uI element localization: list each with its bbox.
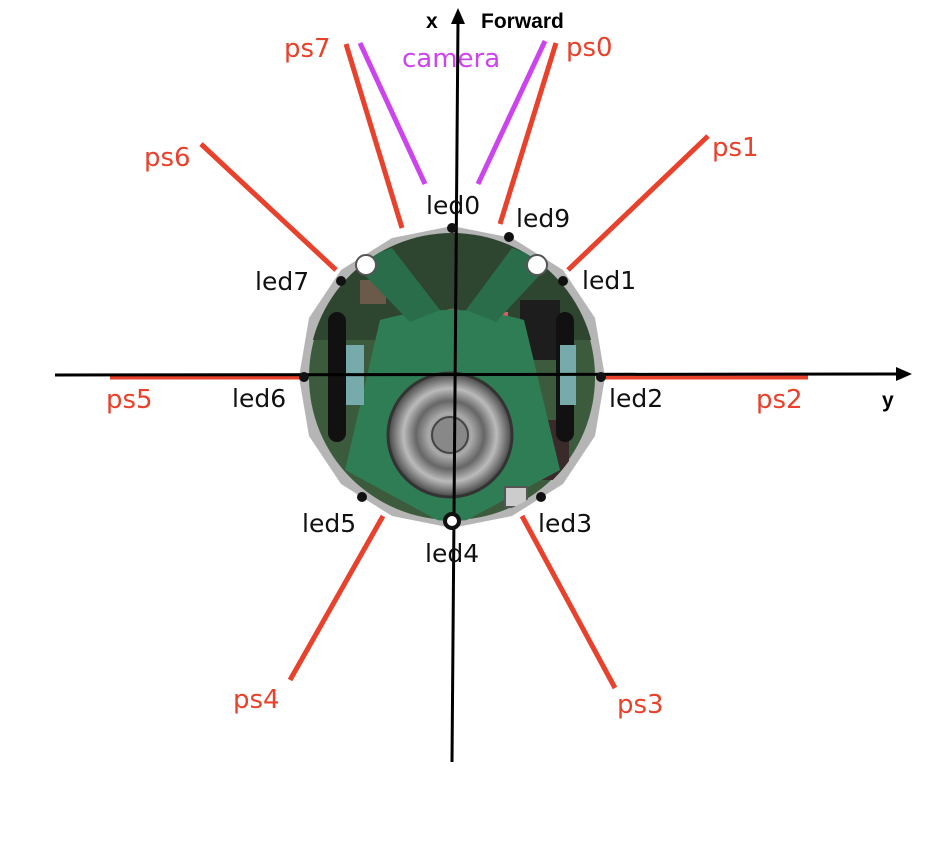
ps3-label: ps3: [617, 690, 664, 720]
led6-dot: [299, 372, 309, 382]
camera-label: camera: [402, 44, 500, 74]
ps4-label: ps4: [233, 685, 280, 715]
led2-label: led2: [609, 384, 663, 413]
x-axis-arrow: [451, 8, 465, 24]
forward-label: Forward: [481, 10, 564, 33]
led4-label: led4: [425, 539, 479, 568]
front-light-left: [356, 255, 376, 275]
led0-dot: [447, 223, 457, 233]
led3-dot: [536, 492, 546, 502]
led1-dot: [558, 276, 568, 286]
y-axis-arrow: [896, 367, 912, 381]
ps7-label: ps7: [284, 34, 331, 64]
ps5-label: ps5: [106, 385, 153, 415]
ray-ps3: [522, 516, 615, 688]
led3-label: led3: [538, 509, 592, 538]
led4-dot: [445, 514, 459, 528]
led5-label: led5: [302, 509, 356, 538]
ray-ps4: [290, 516, 383, 680]
led9-label: led9: [516, 204, 570, 233]
led5-dot: [357, 492, 367, 502]
y-axis-line: [55, 374, 900, 375]
led1-label: led1: [582, 266, 636, 295]
led7-dot: [336, 276, 346, 286]
led6-label: led6: [232, 384, 286, 413]
ps0-label: ps0: [566, 33, 613, 63]
front-light-right: [527, 255, 547, 275]
ps6-label: ps6: [144, 143, 191, 173]
ray-ps0: [500, 43, 556, 224]
led9-dot: [504, 232, 514, 242]
y-axis-label: y: [882, 389, 894, 412]
ray-ps1: [568, 136, 708, 270]
led7-label: led7: [255, 267, 309, 296]
led0-label: led0: [426, 191, 480, 220]
side-slot-left: [328, 312, 346, 442]
x-axis-label: x: [426, 10, 438, 33]
ray-ps6: [201, 144, 336, 270]
ps2-label: ps2: [756, 385, 803, 415]
speaker-center: [432, 417, 468, 453]
led2-dot: [596, 372, 606, 382]
ps1-label: ps1: [712, 133, 759, 163]
